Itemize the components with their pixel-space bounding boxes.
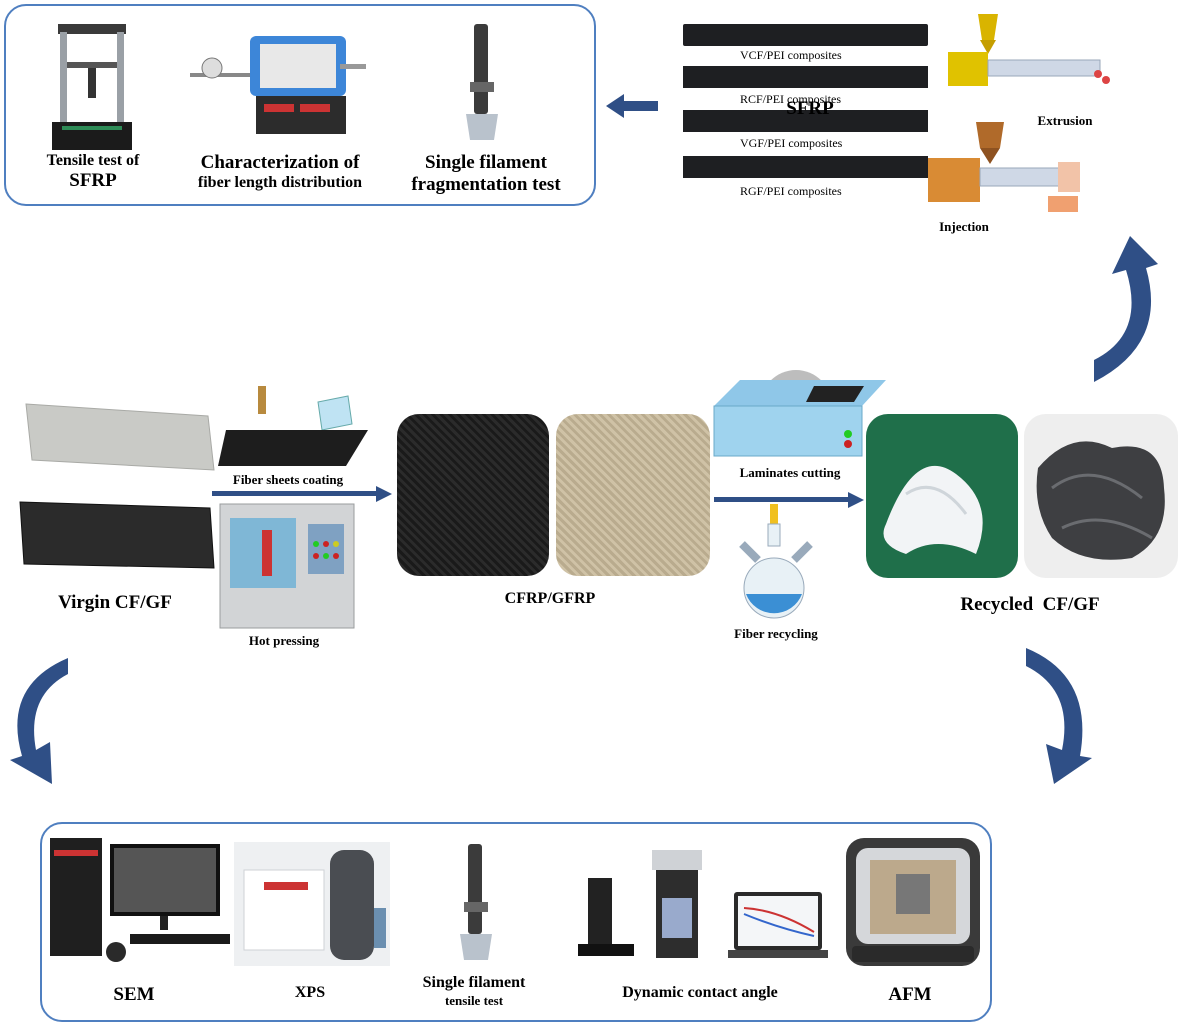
fragmentation-line2: fragmentation test — [411, 173, 561, 195]
specimen-label-vcf: VCF/PEI composites — [740, 48, 842, 62]
fiber-sheets-coating-label: Fiber sheets coating — [232, 472, 344, 487]
recycled-glass-fiber-image — [866, 414, 1018, 578]
arrow-to-top-panel — [606, 94, 658, 118]
sem-instrument-icon — [50, 838, 230, 962]
curved-arrow-down-right — [1026, 648, 1092, 784]
white-fiber-tuft-icon — [883, 465, 983, 554]
afm-label: AFM — [888, 984, 932, 1005]
dark-fiber-pile-icon — [1036, 441, 1165, 560]
specimen-strip-vcf — [683, 24, 928, 46]
specimen-strip-vgf — [683, 110, 928, 132]
hot-pressing-label: Hot pressing — [248, 633, 320, 648]
injection-machine-icon — [928, 122, 1080, 212]
tensile-test-label: Tensile test of SFRP — [28, 152, 158, 192]
recycling-flask-icon — [739, 504, 813, 619]
hot-press-icon — [219, 503, 355, 629]
injection-label: Injection — [939, 219, 989, 234]
virgin-fabric-icon — [19, 403, 215, 569]
extrusion-machine-icon — [948, 14, 1110, 86]
bottom-characterization-panel — [40, 822, 992, 1022]
arrow-to-laminates — [212, 486, 392, 502]
fiber-recycling-label: Fiber recycling — [734, 626, 818, 641]
curved-arrow-up-right — [1094, 236, 1158, 382]
tensile-test-line2: SFRP — [69, 170, 117, 192]
curved-arrow-down-left — [10, 658, 68, 784]
recycled-cf-gf-label: Recycled CF/GF — [960, 594, 1100, 615]
extrusion-label: Extrusion — [1037, 113, 1093, 128]
virgin-cf-gf-label: Virgin CF/GF — [58, 592, 172, 613]
single-filament-tensile-icon — [460, 844, 492, 960]
specimen-strip-rgf — [683, 156, 928, 178]
afm-instrument-icon — [846, 838, 980, 966]
fiber-length-label: Characterization of fiber length distrib… — [180, 152, 380, 192]
fiber-length-line1: Characterization of — [200, 152, 360, 173]
xps-label: XPS — [294, 984, 326, 1001]
top-characterization-panel — [4, 4, 596, 206]
single-filament-tensile-line1: Single filament — [422, 974, 526, 991]
tensile-test-line1: Tensile test of — [46, 152, 140, 169]
single-filament-tensile-line2: tensile test — [444, 993, 504, 1009]
xps-instrument-icon — [234, 842, 390, 966]
specimen-label-vgf: VGF/PEI composites — [740, 136, 843, 150]
single-filament-tensile-label: Single filament tensile test — [404, 974, 544, 1011]
single-filament-tester-icon — [466, 24, 498, 140]
cfrp-gfrp-label: CFRP/GFRP — [504, 590, 596, 607]
contact-angle-instrument-icon — [578, 850, 828, 958]
fiber-coating-icon — [218, 386, 368, 466]
fiber-length-line2: fiber length distribution — [197, 173, 363, 191]
gfrp-laminate — [556, 414, 710, 576]
laminate-cutter-icon — [713, 370, 886, 457]
laminates-cutting-label: Laminates cutting — [739, 465, 841, 480]
arrow-to-recycled — [714, 492, 864, 508]
fragmentation-line1: Single filament — [425, 152, 547, 173]
specimen-strip-rcf — [683, 66, 928, 88]
sem-label: SEM — [113, 984, 155, 1005]
tensile-tester-icon — [52, 24, 132, 150]
sfrp-title: SFRP — [786, 98, 834, 119]
fragmentation-test-label: Single filament fragmentation test — [404, 152, 568, 196]
specimen-label-rcf: RCF/PEI composites — [740, 92, 842, 106]
dynamic-contact-angle-label: Dynamic contact angle — [622, 984, 778, 1001]
specimen-label-rgf: RGF/PEI composites — [740, 184, 842, 198]
cfrp-laminate — [397, 414, 549, 576]
recycled-carbon-fiber-image — [1024, 414, 1178, 578]
tube-furnace-icon — [190, 36, 366, 134]
